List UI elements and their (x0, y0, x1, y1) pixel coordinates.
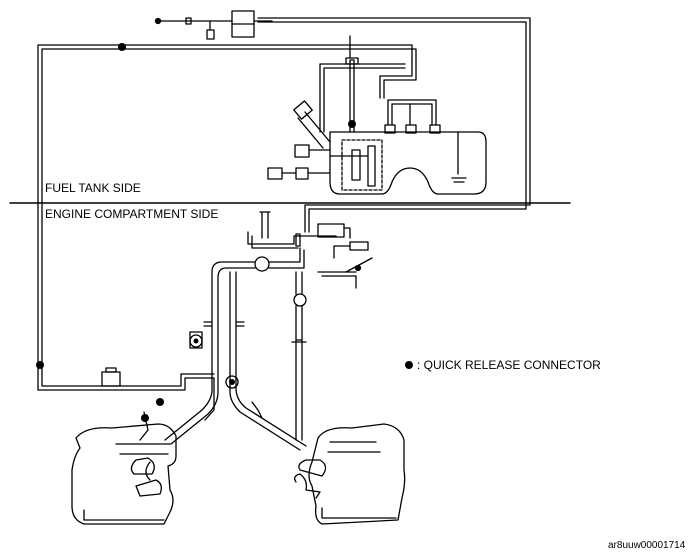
figure-id: ar8uuw00001714 (608, 540, 686, 551)
quick-release-connector-4 (156, 398, 164, 406)
quick-release-connector-3 (36, 361, 44, 369)
legend: : QUICK RELEASE CONNECTOR (405, 359, 601, 371)
quick-release-connector-5 (141, 414, 149, 422)
quick-release-connector-icon (405, 361, 413, 369)
legend-text: : QUICK RELEASE CONNECTOR (417, 358, 601, 372)
engine-right-icon (294, 423, 406, 525)
fuel-tank-side-label: FUEL TANK SIDE (45, 181, 141, 195)
quick-release-connector-2 (348, 120, 356, 128)
fuel-return-pipe (37, 17, 531, 391)
engine-compartment-side-label: ENGINE COMPARTMENT SIDE (45, 207, 219, 221)
quick-release-connector-1 (118, 43, 126, 51)
engine-left-icon (71, 423, 177, 525)
pressure-regulator-icon (247, 211, 373, 289)
relay-icon (267, 144, 331, 180)
quick-release-connector-7 (193, 338, 199, 344)
fuel-tank-icon (293, 100, 487, 195)
harness-connector-icon (154, 10, 273, 40)
engine-fuel-lines (101, 247, 307, 451)
quick-release-connector-6 (229, 379, 235, 385)
tank-valves-icon (319, 35, 441, 134)
